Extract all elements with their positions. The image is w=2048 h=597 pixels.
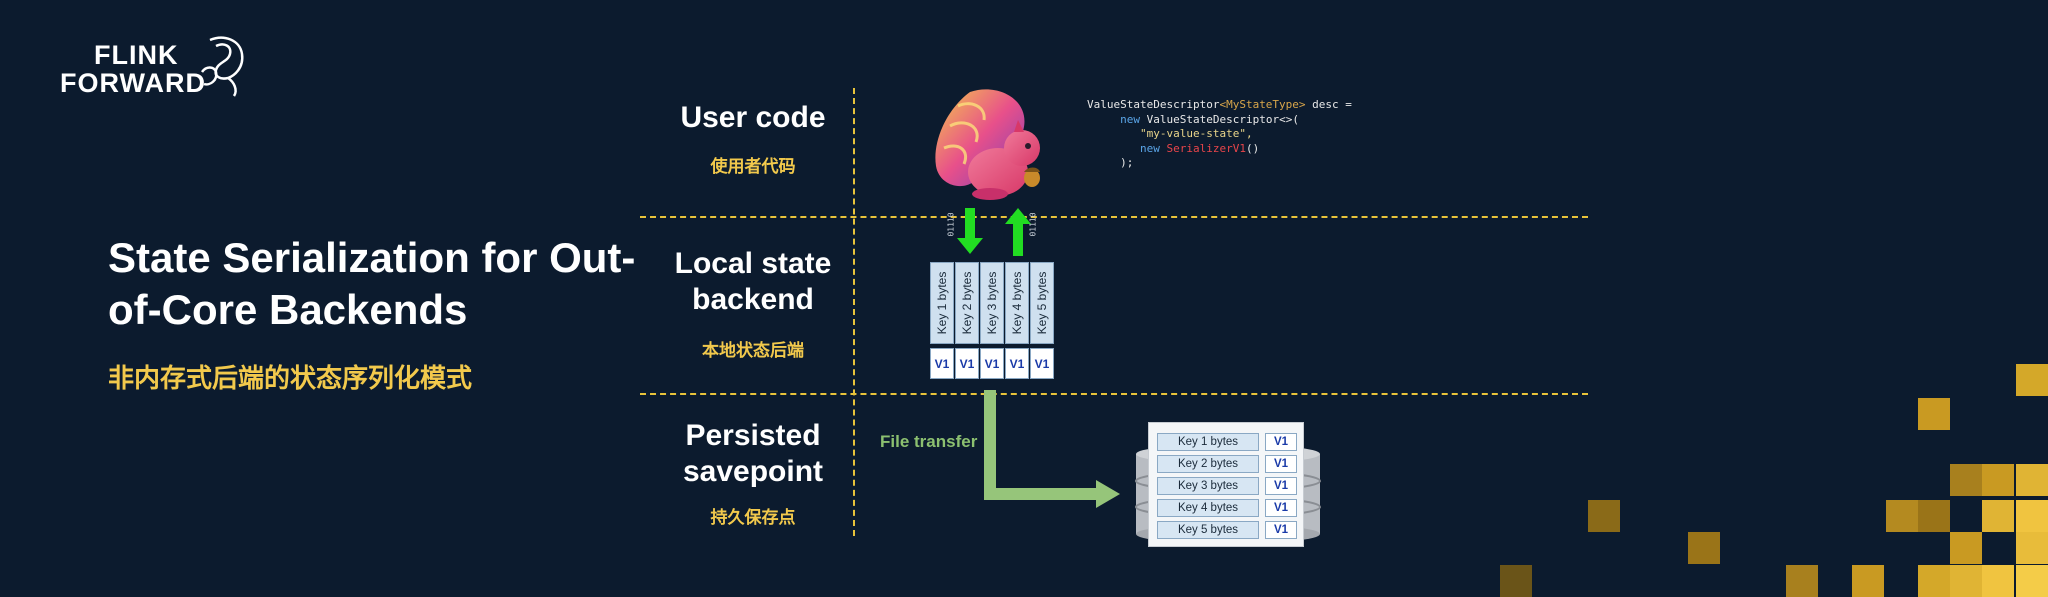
- arrow-down-icon: [957, 208, 983, 254]
- local-key-1: Key 1 bytes: [930, 262, 954, 344]
- file-transfer-arrow-icon: [984, 390, 1120, 508]
- code-paren: (): [1245, 141, 1260, 155]
- slide-subtitle: 非内存式后端的状态序列化模式: [108, 363, 473, 393]
- local-value-3: V1: [980, 348, 1004, 379]
- logo-line1: FLINK: [94, 40, 179, 70]
- horizontal-divider-1: [640, 216, 1588, 218]
- code-serializer: SerializerV1: [1159, 141, 1246, 155]
- local-state-store: Key 1 bytes Key 2 bytes Key 3 bytes Key …: [930, 262, 1060, 382]
- persisted-label-line2: savepoint: [682, 455, 824, 488]
- savepoint-row-1: Key 1 bytes V1: [1157, 433, 1297, 451]
- code-generic: <MyStateType>: [1219, 98, 1306, 111]
- code-snippet: ValueStateDescriptor<MyStateType> desc =…: [1087, 98, 1352, 171]
- code-new-2: new: [1139, 141, 1160, 155]
- savepoint-value-2: V1: [1265, 455, 1297, 473]
- flink-squirrel-icon: [935, 89, 1040, 200]
- code-new-1: new: [1120, 112, 1140, 126]
- savepoint-key-1: Key 1 bytes: [1157, 433, 1259, 451]
- code-string: "my-value-state",: [1139, 127, 1253, 140]
- savepoint-value-1: V1: [1265, 433, 1297, 451]
- savepoint-row-2: Key 2 bytes V1: [1157, 455, 1297, 473]
- savepoint-key-3: Key 3 bytes: [1157, 477, 1259, 495]
- code-close: );: [1120, 156, 1134, 169]
- savepoint-key-5: Key 5 bytes: [1157, 521, 1259, 539]
- squirrel-outline-icon: [200, 36, 244, 97]
- savepoint-document: Key 1 bytes V1 Key 2 bytes V1 Key 3 byte…: [1148, 422, 1304, 547]
- local-key-2: Key 2 bytes: [955, 262, 979, 344]
- persisted-label-line1: Persisted: [685, 419, 821, 452]
- logo-line2: FORWARD: [60, 68, 206, 98]
- arrow-up-icon: [1005, 208, 1031, 256]
- flink-forward-logo: FLINK FORWARD: [60, 32, 250, 107]
- bits-label-left: 01110: [946, 212, 956, 237]
- code-constructor: ValueStateDescriptor<>(: [1140, 112, 1299, 126]
- local-value-5: V1: [1030, 348, 1054, 379]
- savepoint-value-3: V1: [1265, 477, 1297, 495]
- local-key-2-label: Key 2 bytes: [960, 271, 974, 335]
- savepoint-key-2: Key 2 bytes: [1157, 455, 1259, 473]
- local-state-label: Local state backend: [633, 246, 873, 318]
- local-value-1: V1: [930, 348, 954, 379]
- local-key-3: Key 3 bytes: [980, 262, 1004, 344]
- persisted-label: Persisted savepoint: [633, 418, 873, 490]
- savepoint-key-4: Key 4 bytes: [1157, 499, 1259, 517]
- local-key-4-label: Key 4 bytes: [1010, 271, 1024, 335]
- slide-title: State Serialization for Out-of-Core Back…: [108, 234, 636, 333]
- user-code-label: User code: [680, 101, 826, 134]
- decorative-pixel-pattern: [1500, 364, 2048, 597]
- code-type: ValueStateDescriptor: [1087, 98, 1220, 111]
- file-transfer-label: File transfer: [880, 432, 978, 451]
- savepoint-value-5: V1: [1265, 521, 1297, 539]
- local-state-label-line2: backend: [692, 283, 814, 316]
- local-value-2: V1: [955, 348, 979, 379]
- vertical-divider: [853, 88, 855, 536]
- persisted-label-cn: 持久保存点: [710, 508, 796, 527]
- bits-label-right: 01110: [1028, 212, 1038, 237]
- savepoint-row-5: Key 5 bytes V1: [1157, 521, 1297, 539]
- local-key-3-label: Key 3 bytes: [985, 271, 999, 335]
- local-key-5-label: Key 5 bytes: [1035, 271, 1049, 335]
- local-value-4: V1: [1005, 348, 1029, 379]
- local-key-5: Key 5 bytes: [1030, 262, 1054, 344]
- savepoint-value-4: V1: [1265, 499, 1297, 517]
- savepoint-row-3: Key 3 bytes V1: [1157, 477, 1297, 495]
- local-key-1-label: Key 1 bytes: [935, 271, 949, 335]
- local-state-label-cn: 本地状态后端: [702, 341, 804, 360]
- local-state-label-line1: Local state: [674, 247, 832, 280]
- horizontal-divider-2: [640, 393, 1588, 395]
- code-desc: desc =: [1305, 98, 1352, 111]
- user-code-label-cn: 使用者代码: [710, 157, 796, 176]
- savepoint-row-4: Key 4 bytes V1: [1157, 499, 1297, 517]
- local-key-4: Key 4 bytes: [1005, 262, 1029, 344]
